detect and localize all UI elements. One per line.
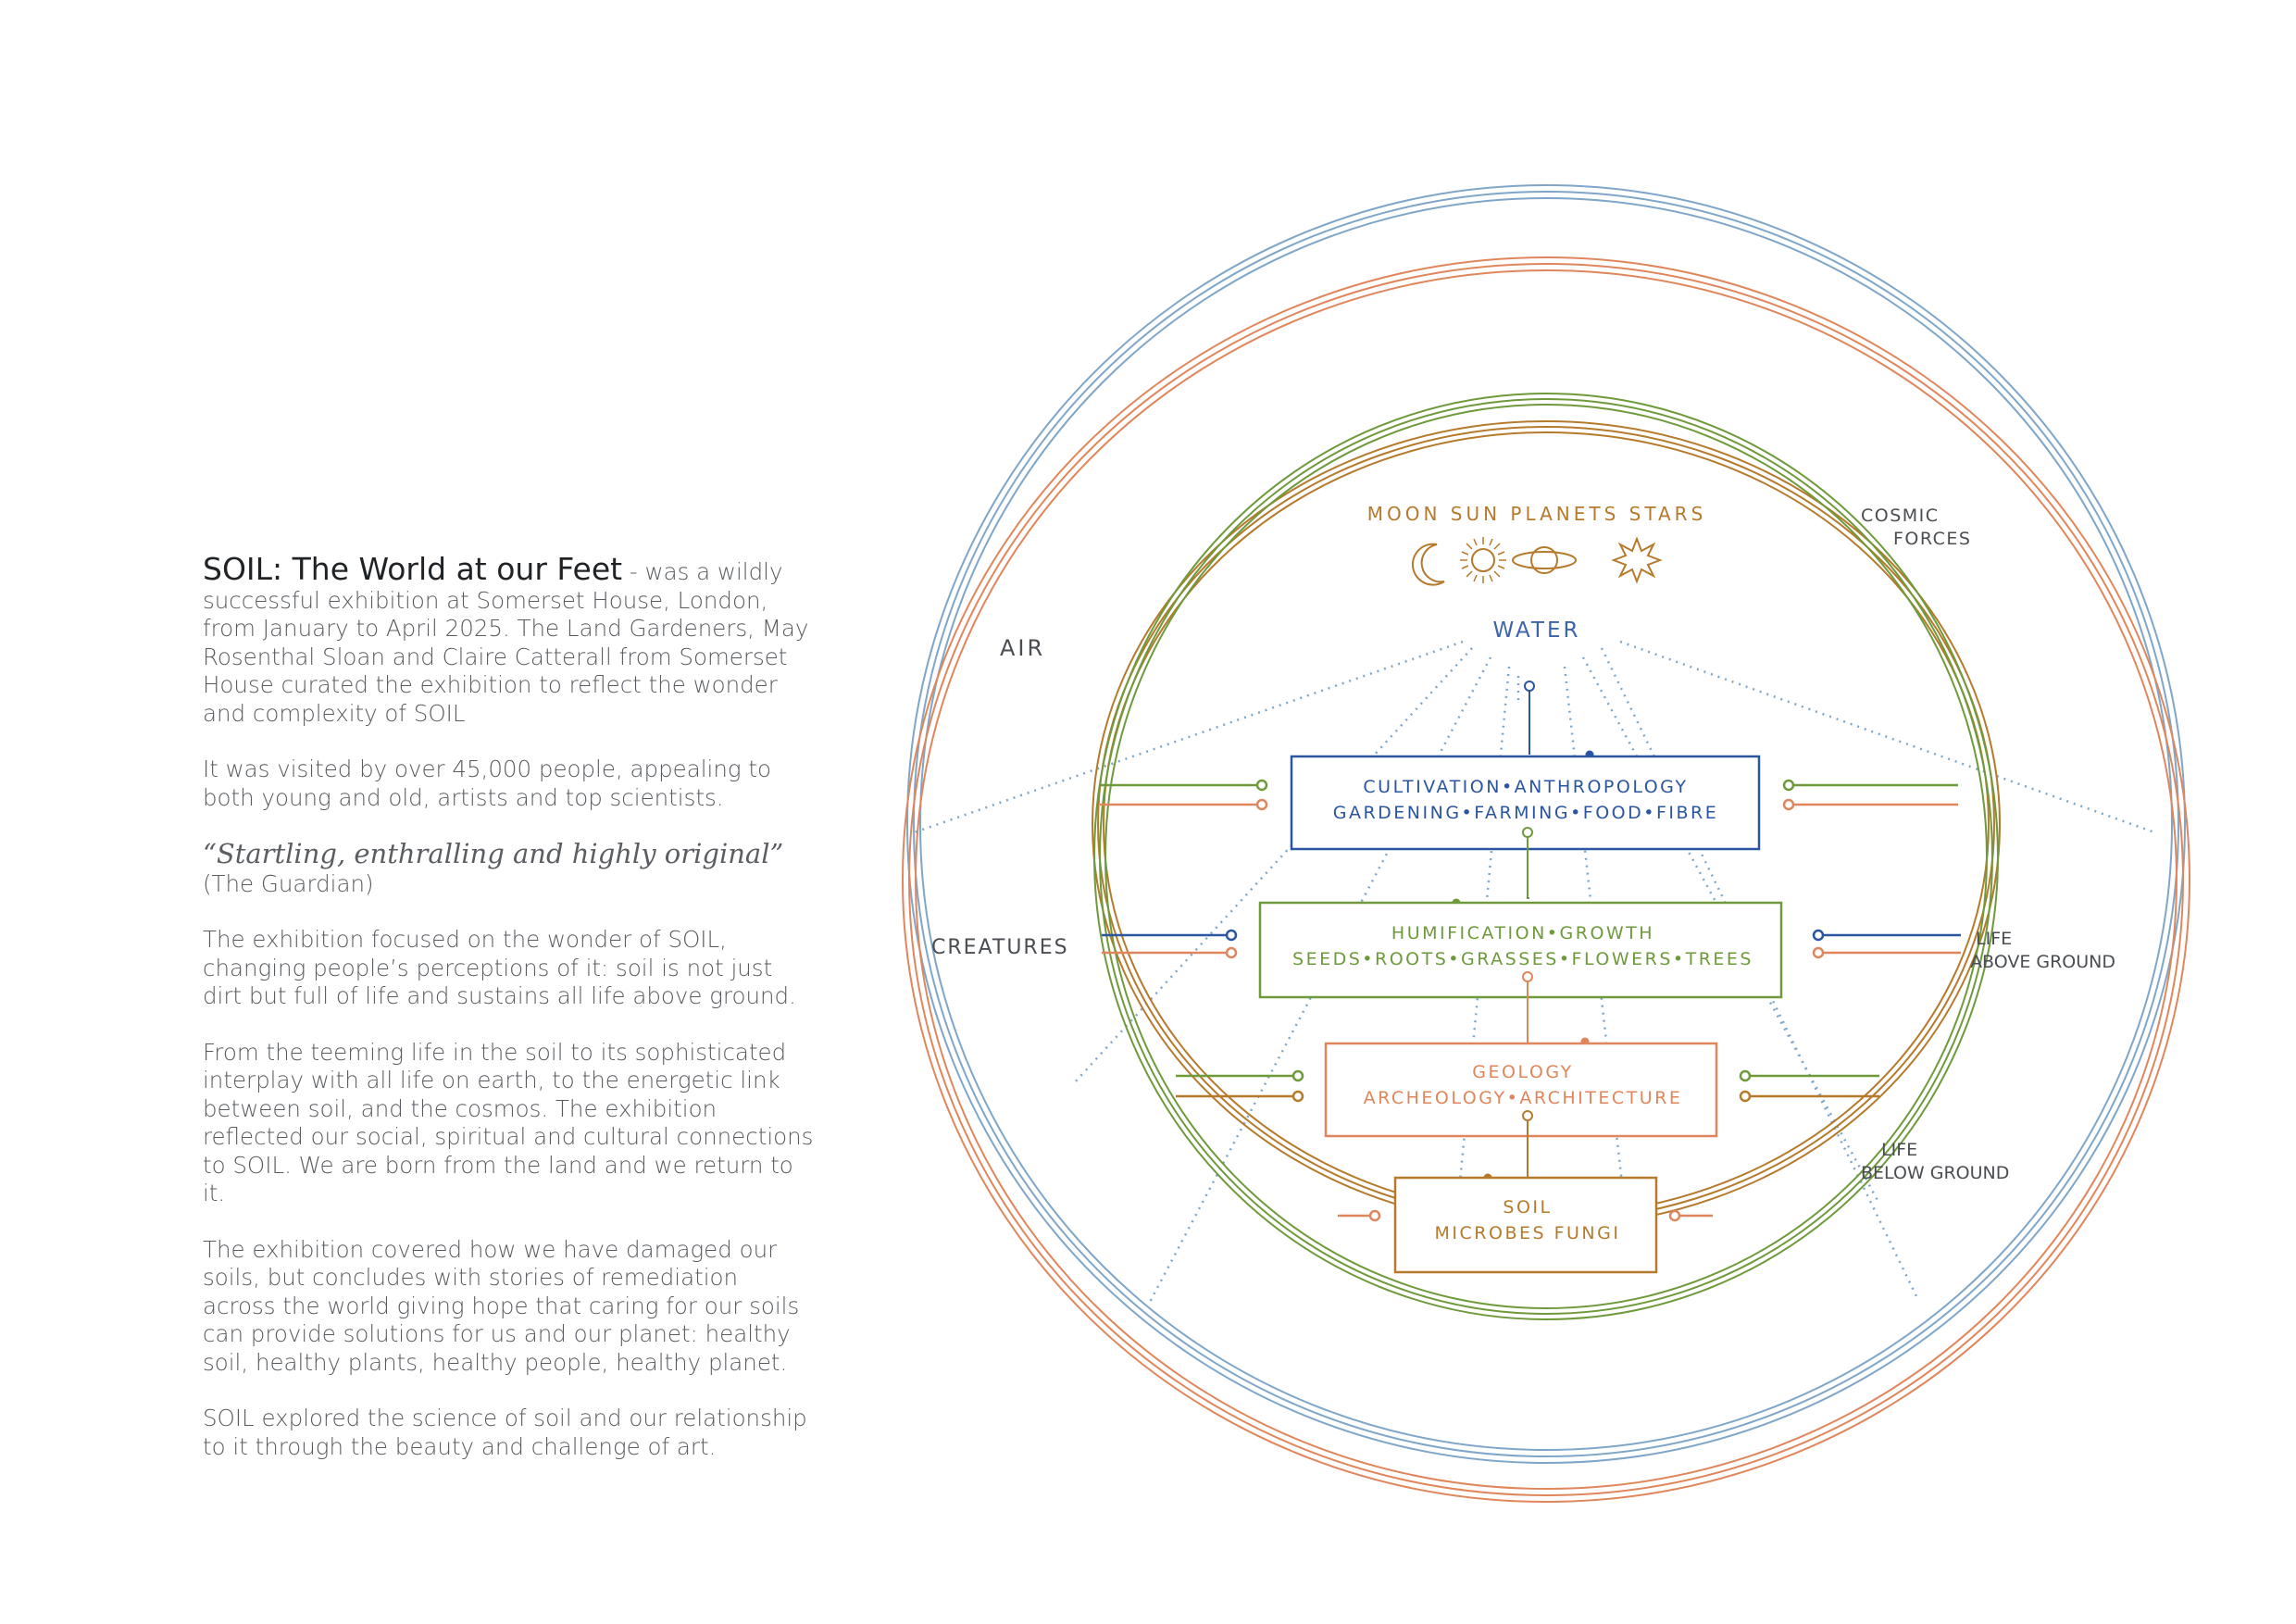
cosmic-label-1: COSMIC: [1861, 506, 1940, 526]
intro-text: - was a wildly successful exhibition at …: [203, 558, 809, 727]
press-quote: “Startling, enthralling and highly origi…: [203, 838, 784, 869]
below-label-1: LIFE: [1881, 1140, 1917, 1160]
soil-line-1: SOIL: [1503, 1197, 1552, 1218]
quote-source: (The Guardian): [203, 869, 374, 897]
closing-paragraph: SOIL explored the science of soil and ou…: [203, 1405, 807, 1460]
above-label-2: ABOVE GROUND: [1970, 952, 2115, 972]
above-label-1: LIFE: [1976, 929, 2012, 949]
star-icon: [1611, 536, 1663, 584]
description-column: SOIL: The World at our Feet - was a wild…: [203, 554, 814, 1489]
soil-box: SOIL MICROBES FUNGI: [1393, 1176, 1658, 1274]
below-label-2: BELOW GROUND: [1861, 1163, 2009, 1183]
outer-orange-ring: [902, 256, 2190, 1503]
celestial-label: MOON SUN PLANETS STARS: [1367, 503, 1707, 525]
humification-box: HUMIFICATION•GROWTH SEEDS•ROOTS•GRASSES•…: [1258, 901, 1783, 999]
water-label: WATER: [1493, 618, 1581, 643]
soil-line-2: MICROBES FUNGI: [1435, 1223, 1621, 1243]
interplay-paragraph: From the teeming life in the soil to its…: [203, 1038, 814, 1207]
air-label: AIR: [1000, 635, 1045, 661]
quote-block: “Startling, enthralling and highly origi…: [203, 840, 814, 898]
moon-icon: [1411, 543, 1445, 586]
humification-line-2: SEEDS•ROOTS•GRASSES•FLOWERS•TREES: [1292, 949, 1753, 969]
visitors-paragraph: It was visited by over 45,000 people, ap…: [203, 756, 771, 811]
geology-line-2: ARCHEOLOGY•ARCHITECTURE: [1364, 1088, 1683, 1108]
cultivation-line-1: CULTIVATION•ANTHROPOLOGY: [1363, 777, 1688, 797]
side-connectors: [1100, 779, 1961, 1222]
geology-box: GEOLOGY ARCHEOLOGY•ARCHITECTURE: [1324, 1042, 1718, 1138]
water-connector: [1524, 681, 1594, 760]
inner-green-ring: [1093, 393, 1999, 1320]
cosmic-label-2: FORCES: [1893, 529, 1971, 549]
humification-line-1: HUMIFICATION•GROWTH: [1391, 923, 1654, 943]
creatures-label: CREATURES: [931, 936, 1069, 959]
sun-icon: [1460, 537, 1506, 583]
focus-paragraph: The exhibition focused on the wonder of …: [203, 926, 796, 1009]
planet-icon: [1512, 546, 1577, 574]
exhibition-title: SOIL: The World at our Feet: [203, 551, 623, 587]
cultivation-line-2: GARDENING•FARMING•FOOD•FIBRE: [1333, 803, 1719, 823]
outer-blue-ring: [906, 184, 2186, 1464]
intro-paragraph: SOIL: The World at our Feet - was a wild…: [203, 554, 814, 728]
geology-line-1: GEOLOGY: [1472, 1062, 1573, 1082]
remediation-paragraph: The exhibition covered how we have damag…: [203, 1235, 800, 1376]
